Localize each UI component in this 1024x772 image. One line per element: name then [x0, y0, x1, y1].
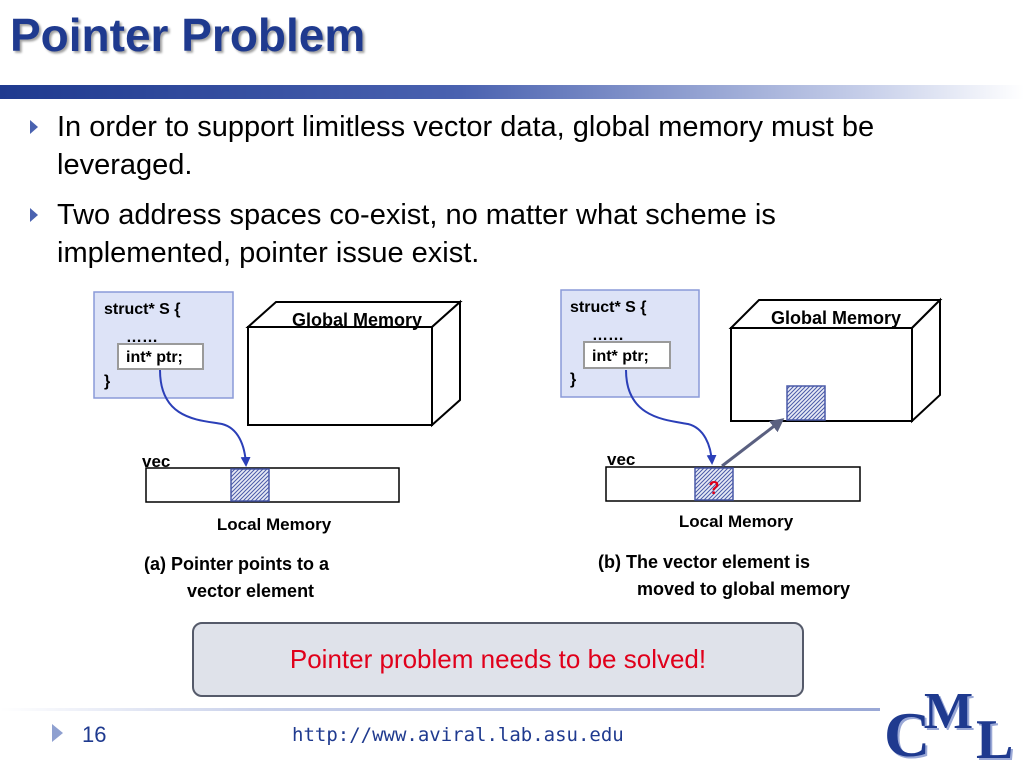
- vec-label: vec: [142, 452, 170, 471]
- title-underline: [0, 85, 1024, 99]
- global-memory-box-b: [728, 297, 943, 424]
- callout-text: Pointer problem needs to be solved!: [289, 644, 707, 674]
- footer-url: http://www.aviral.lab.asu.edu: [292, 724, 624, 746]
- struct-line2: ……: [126, 329, 158, 346]
- moved-element-b: [786, 385, 826, 421]
- struct-line1: struct* S {: [104, 301, 180, 318]
- caption-a-line1: (a) Pointer points to a: [144, 554, 330, 574]
- local-memory-array-a: [145, 467, 400, 503]
- diagram-b: struct* S { …… int* ptr; } Global Memory…: [560, 289, 943, 599]
- slide-title: Pointer Problem: [10, 9, 366, 61]
- pointer-arrow-b: [625, 369, 717, 465]
- logo-l: L: [976, 709, 1014, 771]
- caption-b-line2: moved to global memory: [637, 579, 850, 599]
- bullet-text: Two address spaces co-exist, no matter w…: [57, 199, 776, 269]
- callout-box: Pointer problem needs to be solved!: [192, 622, 804, 697]
- global-memory-label: Global Memory: [771, 308, 901, 328]
- move-arrow-b: [721, 418, 785, 468]
- caption-b-line1: (b) The vector element is: [598, 552, 810, 572]
- logo-m: M: [924, 683, 974, 740]
- footer-arrow-icon: [52, 724, 63, 742]
- struct-close: }: [104, 373, 110, 390]
- footer-rule: [0, 708, 880, 711]
- vec-label: vec: [607, 450, 635, 469]
- struct-ptr: int* ptr;: [126, 349, 183, 366]
- caption-a-line2: vector element: [187, 581, 314, 601]
- bullet-arrow-icon: [30, 120, 38, 134]
- logo-c: C: [884, 699, 931, 770]
- struct-line1: struct* S {: [570, 299, 646, 316]
- ptr-field-b: [583, 341, 671, 369]
- struct-ptr: int* ptr;: [592, 348, 649, 365]
- pointer-arrow-a: [159, 369, 251, 467]
- local-memory-label: Local Memory: [679, 512, 794, 531]
- struct-close: }: [570, 371, 576, 388]
- page-number: 16: [82, 722, 107, 747]
- bullet-text: In order to support limitless vector dat…: [57, 111, 875, 181]
- question-mark: ?: [709, 478, 720, 498]
- global-memory-label: Global Memory: [292, 310, 422, 330]
- cml-logo: C M L: [880, 680, 1024, 771]
- vector-element-a: [230, 468, 270, 502]
- vector-element-b: [694, 467, 734, 501]
- diagram-a: struct* S { …… int* ptr; } Global Memory…: [93, 291, 463, 601]
- struct-line2: ……: [592, 327, 624, 344]
- ptr-field-a: [117, 343, 204, 370]
- local-memory-label: Local Memory: [217, 515, 332, 534]
- global-memory-box-a: [245, 299, 463, 428]
- bullet-arrow-icon: [30, 208, 38, 222]
